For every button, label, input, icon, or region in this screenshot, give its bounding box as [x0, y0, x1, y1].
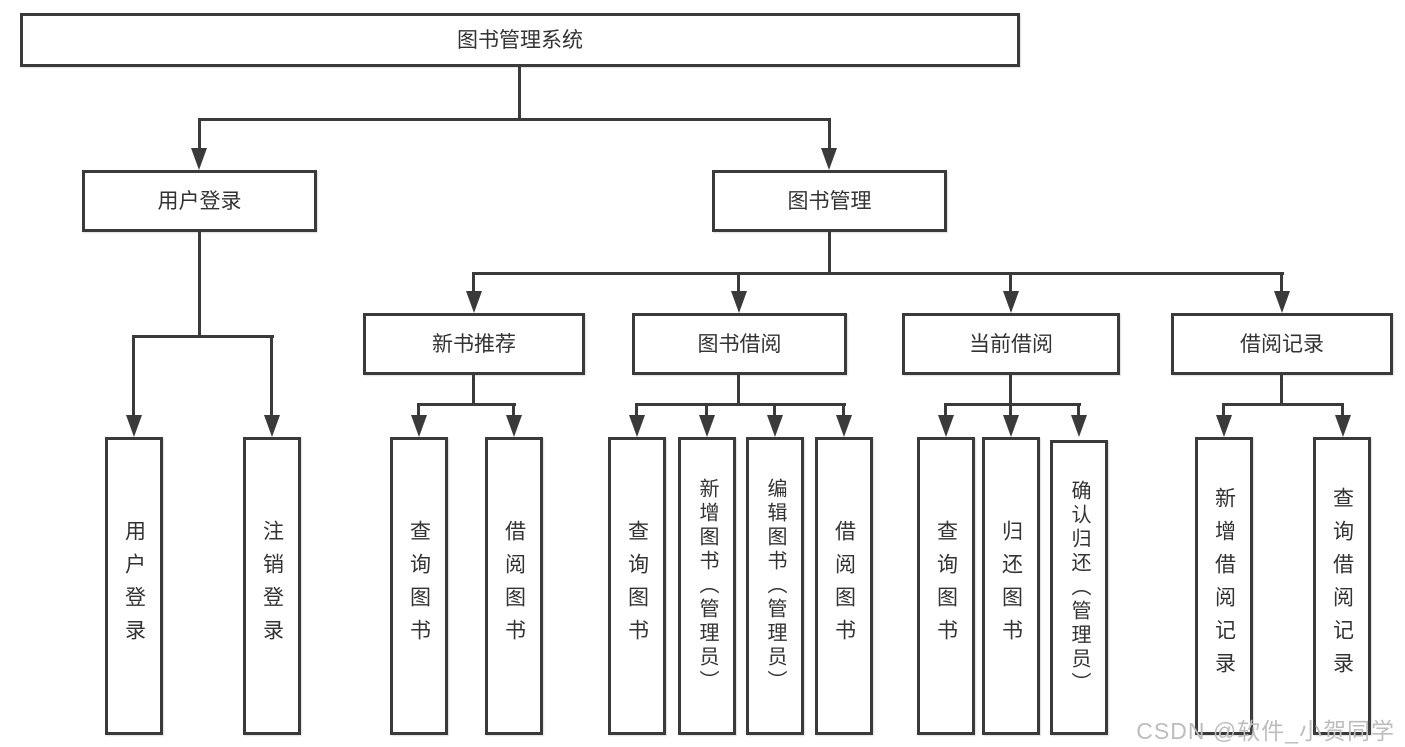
- connector-line: [944, 403, 947, 419]
- node-label: 借阅记录: [1240, 332, 1324, 356]
- connector-line: [132, 335, 274, 338]
- arrow-down-icon: [767, 415, 783, 437]
- connector-line: [737, 375, 740, 406]
- connector-line: [198, 118, 201, 152]
- node-label: 编辑图书（管理员）: [764, 478, 786, 694]
- connector-line: [1341, 403, 1344, 419]
- node-label: 用户登录: [157, 189, 242, 213]
- connector-line: [472, 272, 475, 294]
- arrow-down-icon: [1216, 415, 1232, 437]
- node-book-management: 图书管理: [712, 170, 947, 232]
- leaf-cb-query-books: 查询图书: [917, 437, 975, 735]
- connector-line: [828, 118, 831, 152]
- arrow-down-icon: [629, 415, 645, 437]
- arrow-down-icon: [836, 415, 852, 437]
- arrow-down-icon: [821, 148, 837, 170]
- node-book-borrowing: 图书借阅: [632, 313, 847, 375]
- connector-line: [737, 272, 740, 294]
- node-label: 当前借阅: [969, 332, 1053, 356]
- connector-line: [198, 118, 831, 121]
- connector-line: [417, 403, 516, 406]
- connector-line: [828, 232, 831, 275]
- leaf-nbr-borrow-books: 借阅图书: [485, 437, 543, 735]
- arrow-down-icon: [1003, 291, 1019, 313]
- node-user-login: 用户登录: [82, 170, 317, 232]
- arrow-down-icon: [264, 415, 280, 437]
- connector-line: [705, 403, 708, 419]
- connector-line: [1280, 375, 1283, 406]
- arrow-down-icon: [731, 291, 747, 313]
- arrow-down-icon: [191, 148, 207, 170]
- node-label: 用户登录: [122, 520, 146, 652]
- leaf-bb-add-book-admin: 新增图书（管理员）: [678, 437, 736, 735]
- arrow-down-icon: [1335, 415, 1351, 437]
- leaf-nbr-query-books: 查询图书: [390, 437, 448, 735]
- node-label: 借阅图书: [832, 520, 856, 652]
- node-label: 新增图书（管理员）: [696, 478, 718, 694]
- node-label: 查询图书: [407, 520, 431, 652]
- leaf-br-query-borrow-record: 查询借阅记录: [1313, 437, 1371, 735]
- arrow-down-icon: [1003, 415, 1019, 437]
- node-new-book-recommendation: 新书推荐: [363, 313, 585, 375]
- arrow-down-icon: [466, 291, 482, 313]
- arrow-down-icon: [1071, 415, 1087, 437]
- connector-line: [472, 272, 1284, 275]
- leaf-cb-confirm-return-admin: 确认归还（管理员）: [1050, 440, 1108, 735]
- node-borrowing-records: 借阅记录: [1171, 313, 1393, 375]
- leaf-bb-edit-book-admin: 编辑图书（管理员）: [746, 437, 804, 735]
- node-label: 归还图书: [999, 520, 1023, 652]
- node-label: 确认归还（管理员）: [1068, 479, 1090, 696]
- connector-line: [1009, 272, 1012, 294]
- connector-line: [417, 403, 420, 419]
- node-library-management-system: 图书管理系统: [20, 13, 1020, 67]
- connector-line: [773, 403, 776, 419]
- node-label: 借阅图书: [502, 520, 526, 652]
- connector-line: [1222, 403, 1225, 419]
- leaf-bb-query-books: 查询图书: [608, 437, 666, 735]
- connector-line: [1222, 403, 1344, 406]
- connector-line: [1280, 272, 1283, 294]
- node-label: 图书借阅: [697, 332, 782, 356]
- arrow-down-icon: [699, 415, 715, 437]
- arrow-down-icon: [506, 415, 522, 437]
- connector-line: [1009, 403, 1012, 419]
- connector-line: [198, 232, 201, 338]
- connector-line: [635, 403, 846, 406]
- leaf-br-add-borrow-record: 新增借阅记录: [1195, 437, 1253, 735]
- connector-line: [1077, 403, 1080, 419]
- arrow-down-icon: [938, 415, 954, 437]
- connector-line: [270, 335, 273, 419]
- connector-line: [512, 403, 515, 419]
- leaf-logout-login: 注销登录: [243, 437, 301, 735]
- connector-line: [518, 67, 521, 121]
- leaf-cb-return-books: 归还图书: [982, 437, 1040, 735]
- node-current-borrowing: 当前借阅: [902, 313, 1120, 375]
- node-label: 图书管理: [787, 189, 872, 213]
- node-label: 新书推荐: [432, 332, 516, 356]
- leaf-bb-borrow-books: 借阅图书: [815, 437, 873, 735]
- watermark: CSDN @软件_小贺同学: [1136, 718, 1395, 744]
- node-label: 新增借阅记录: [1212, 487, 1236, 685]
- node-label: 查询图书: [625, 520, 649, 652]
- leaf-user-login: 用户登录: [105, 437, 163, 735]
- connector-line: [132, 335, 135, 419]
- node-label: 查询图书: [934, 520, 958, 652]
- arrow-down-icon: [126, 415, 142, 437]
- connector-line: [1009, 375, 1012, 406]
- node-label: 图书管理系统: [457, 28, 583, 52]
- connector-line: [635, 403, 638, 419]
- connector-line: [472, 375, 475, 406]
- connector-line: [842, 403, 845, 419]
- arrow-down-icon: [411, 415, 427, 437]
- node-label: 注销登录: [260, 520, 284, 652]
- connector-line: [944, 403, 1081, 406]
- arrow-down-icon: [1274, 291, 1290, 313]
- node-label: 查询借阅记录: [1330, 487, 1354, 685]
